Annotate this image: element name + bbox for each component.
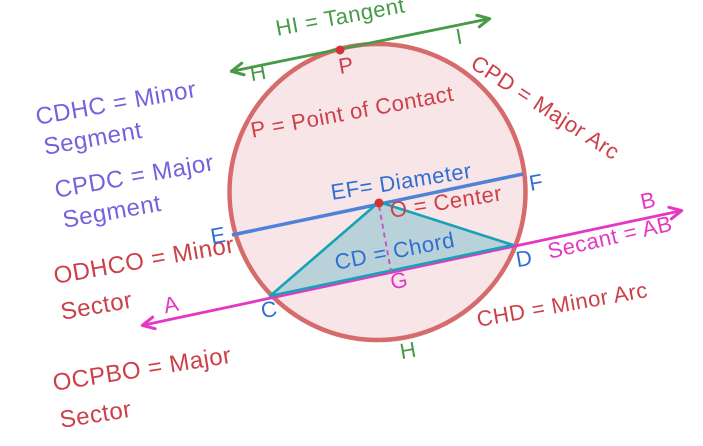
- secant-line: [140, 205, 684, 331]
- tangent-line: [229, 13, 492, 77]
- perpendicular-dashed-line: [378, 205, 392, 272]
- contact-point-dot: [335, 45, 345, 55]
- center-dot: [374, 198, 384, 208]
